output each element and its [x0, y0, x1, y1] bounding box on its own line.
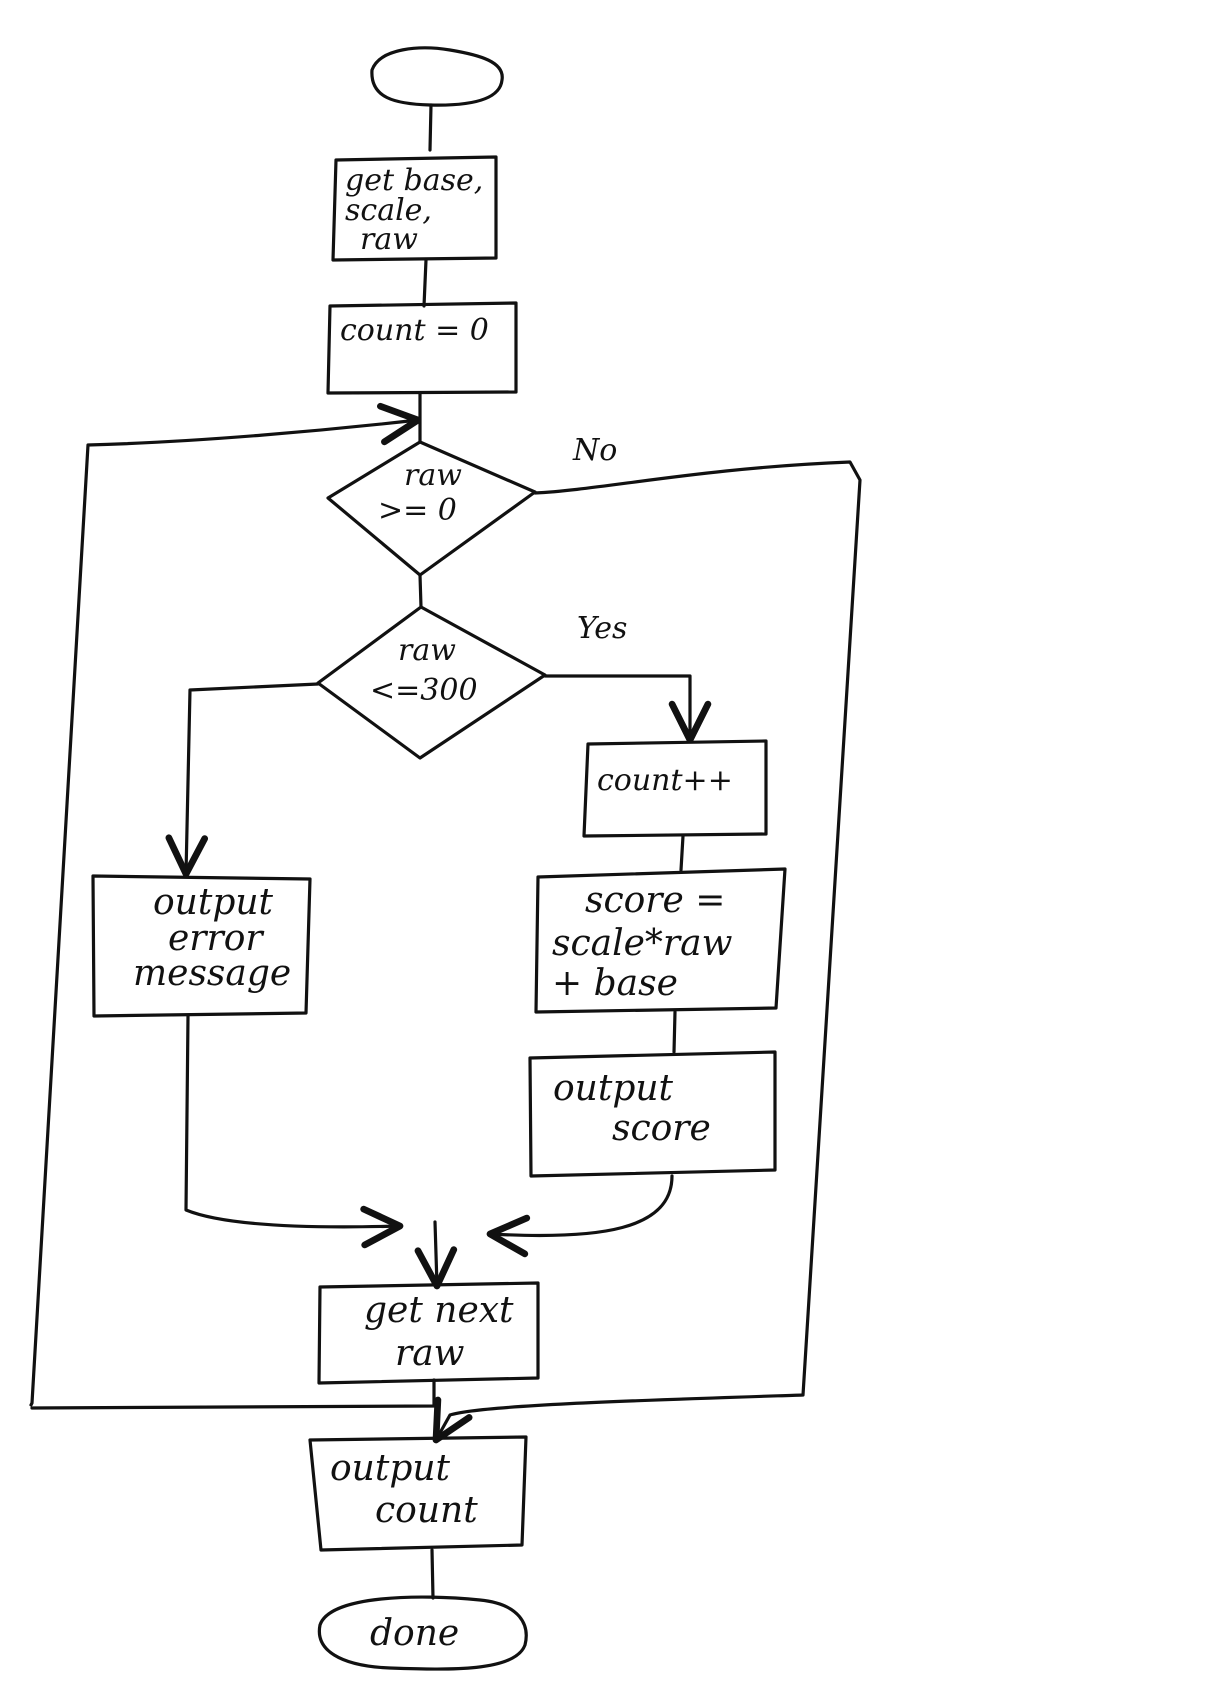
node-cond1-line-2: >= 0 [378, 493, 457, 528]
node-compute-line-1: score = [585, 880, 725, 921]
node-compute-line-2: scale*raw [552, 923, 733, 964]
node-error-line-2: error [168, 918, 264, 959]
node-cond1: raw >= 0 [326, 440, 537, 577]
node-outcount-line-1: output [330, 1448, 451, 1489]
node-inc-line-1: count++ [597, 763, 733, 798]
edge-loop-back [29, 402, 422, 1407]
node-init-line-1: count = 0 [340, 313, 489, 348]
edge-label-no: No [572, 433, 617, 468]
edge-label-yes: Yes [577, 611, 627, 646]
end-terminal: done [317, 1595, 528, 1671]
edge-merge-next [414, 1220, 458, 1290]
edge-cond2-yes [543, 674, 712, 744]
edge-start-input [428, 103, 433, 152]
edge-input-init [422, 258, 428, 308]
node-end-label: done [370, 1613, 459, 1654]
node-next-line-2: raw [395, 1333, 465, 1374]
edge-outcount-end [430, 1548, 435, 1600]
node-cond2: raw <=300 [316, 605, 547, 760]
node-outcount-line-2: count [375, 1490, 478, 1531]
node-next: get next raw [317, 1281, 540, 1385]
node-outscore: output score [528, 1050, 777, 1178]
edge-outscore-merge [486, 1174, 674, 1258]
node-inc: count++ [582, 739, 768, 838]
edge-next-loop [30, 1378, 436, 1410]
node-cond1-line-1: raw [404, 458, 462, 493]
node-outscore-line-1: output [553, 1068, 674, 1109]
node-init: count = 0 [326, 301, 518, 395]
node-error-line-1: output [153, 882, 274, 923]
node-outscore-line-2: score [612, 1108, 711, 1149]
edge-error-merge [184, 1014, 404, 1249]
edge-cond2-no [165, 682, 320, 878]
node-input-line-2: scale, [345, 193, 432, 228]
node-outcount: output count [308, 1435, 528, 1552]
start-terminal [370, 46, 504, 107]
node-cond2-line-1: raw [398, 633, 456, 668]
edge-cond1-no [432, 460, 862, 1444]
node-input-line-1: get base, [345, 163, 483, 198]
edge-inc-compute [679, 834, 685, 872]
node-input: get base, scale, raw [331, 155, 498, 262]
node-error-line-3: message [133, 953, 291, 994]
node-compute-line-3: + base [552, 963, 678, 1004]
node-next-line-1: get next [364, 1290, 514, 1331]
node-error: output error message [91, 874, 312, 1018]
edge-cond1-cond2 [418, 573, 423, 609]
node-compute: score = scale*raw + base [534, 867, 787, 1014]
edge-compute-outscore [672, 1010, 677, 1054]
node-input-line-3: raw [360, 222, 418, 257]
node-cond2-line-2: <=300 [370, 673, 478, 708]
